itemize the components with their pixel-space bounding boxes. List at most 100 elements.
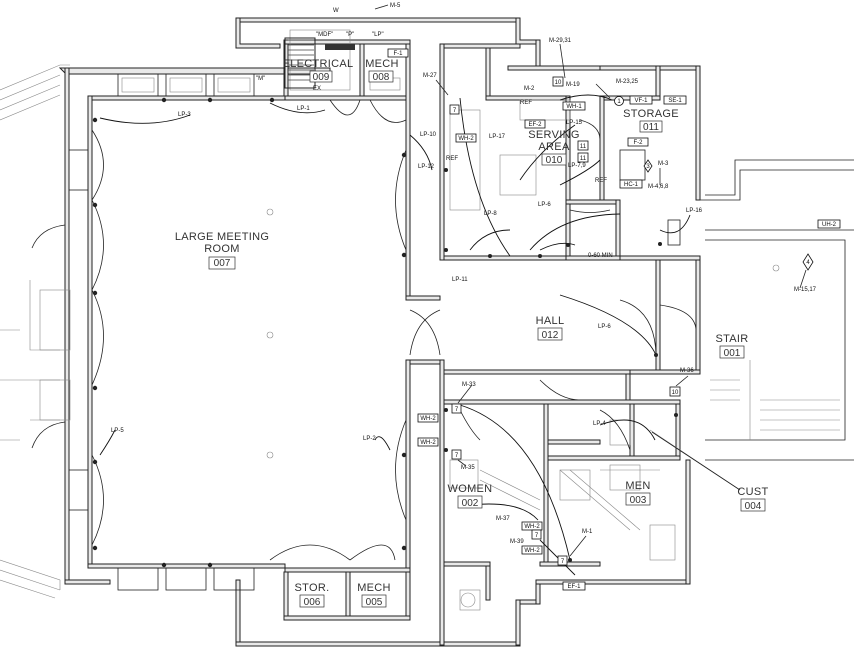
mech-tag: M-27 bbox=[423, 73, 437, 79]
equipment-tag: W bbox=[333, 8, 339, 14]
room-name-stor: STOR. bbox=[295, 582, 330, 594]
room-name-hall: HALL bbox=[536, 315, 565, 327]
leader-lines bbox=[435, 43, 807, 557]
mech-tag: M-2 bbox=[524, 86, 535, 92]
circuit-label: LP-17 bbox=[489, 134, 506, 140]
device-number: 11 bbox=[580, 144, 587, 150]
room-name-storage: STORAGE bbox=[623, 108, 679, 120]
equipment-tag: "LP" bbox=[372, 32, 384, 38]
circuit-label: LP-4 bbox=[593, 421, 606, 427]
room-name-large-meeting-1: LARGE MEETING bbox=[175, 231, 269, 243]
mech-tag: M-39 bbox=[510, 539, 524, 545]
mech-tag: M-5 bbox=[390, 3, 401, 9]
mech-tag: M-29,31 bbox=[549, 38, 572, 44]
room-labels: LARGE MEETING ROOM 007 ELECTRICAL 009 ME… bbox=[175, 58, 768, 608]
circuit-label: LP-1 bbox=[297, 106, 310, 112]
equipment-tag: EF-1 bbox=[567, 584, 581, 590]
mech-tag: M-4,6,8 bbox=[648, 184, 669, 190]
circuit-label: LP-2 bbox=[363, 436, 376, 442]
equipment-tags: F-1 EF-2 WH-1 WH-2 WH-2 WH-2 UH-2 VF-1 S… bbox=[256, 8, 841, 591]
device-number: 10 bbox=[672, 390, 679, 396]
equipment-tag: WH-2 bbox=[420, 440, 436, 446]
circuit-label: LP-7,9 bbox=[568, 163, 586, 169]
room-number-004: 004 bbox=[745, 501, 762, 512]
equipment-tag: VF-1 bbox=[634, 98, 648, 104]
equipment-tag: WH-2 bbox=[524, 548, 540, 554]
circuit-label: LP-8 bbox=[484, 211, 497, 217]
mech-tag: M-35 bbox=[461, 465, 475, 471]
mech-tag: M-36 bbox=[680, 368, 694, 374]
devices bbox=[92, 97, 780, 568]
windows bbox=[39, 73, 255, 591]
equipment-tag: EF-2 bbox=[528, 122, 542, 128]
room-name-women: WOMEN bbox=[448, 483, 493, 495]
room-number-011: 011 bbox=[643, 122, 659, 133]
device-number: 7 bbox=[455, 407, 459, 413]
room-name-mech-005: MECH bbox=[357, 582, 391, 594]
room-number-012: 012 bbox=[542, 330, 559, 341]
room-number-008: 008 bbox=[373, 72, 390, 83]
device-number: 7 bbox=[561, 559, 565, 565]
room-number-001: 001 bbox=[724, 348, 741, 359]
room-number-007: 007 bbox=[214, 258, 231, 269]
circuit-label: LP-5 bbox=[111, 428, 124, 434]
room-name-large-meeting-2: ROOM bbox=[204, 243, 239, 255]
device-number: 7 bbox=[455, 453, 459, 459]
room-name-men: MEN bbox=[625, 480, 650, 492]
equipment-tag: WH-2 bbox=[524, 524, 540, 530]
equipment-tag: F-1 bbox=[394, 51, 404, 57]
room-name-mech-008: MECH bbox=[365, 58, 399, 70]
device-markers: 7 10 11 11 1 4 3 10 7 7 7 7 bbox=[449, 76, 814, 566]
room-number-010: 010 bbox=[546, 155, 563, 166]
equipment-tag: WH-2 bbox=[458, 136, 474, 142]
site-lines bbox=[0, 64, 854, 599]
equipment-tag: SE-1 bbox=[668, 98, 682, 104]
mech-tag: M-33 bbox=[462, 382, 476, 388]
device-number: 7 bbox=[535, 533, 539, 539]
room-number-003: 003 bbox=[630, 495, 647, 506]
device-number: 10 bbox=[555, 80, 562, 86]
equipment-tag: WH-1 bbox=[566, 104, 582, 110]
room-number-006: 006 bbox=[304, 597, 321, 608]
device-number: 11 bbox=[580, 156, 587, 162]
room-name-electrical: ELECTRICAL bbox=[283, 58, 354, 70]
circuit-label: LP-11 bbox=[452, 277, 468, 283]
mech-tag: M-3 bbox=[658, 161, 669, 167]
device-number: 3 bbox=[646, 164, 650, 170]
circuit-labels: LP-3 LP-1 LP-5 LP-2 LP-10 LP-12 LP-8 LP-… bbox=[111, 106, 703, 442]
room-name-serving-2: AREA bbox=[538, 141, 570, 153]
equipment-tag: "P" bbox=[346, 32, 354, 38]
mech-tag: M-19 bbox=[566, 82, 580, 88]
mech-tag: M-15,17 bbox=[794, 287, 817, 293]
circuit-label: LP-16 bbox=[686, 208, 703, 214]
equipment-tag: "MDF" bbox=[316, 32, 333, 38]
mech-tag: M-37 bbox=[496, 516, 510, 522]
equipment-tag: HC-1 bbox=[624, 182, 639, 188]
mech-tag: M-1 bbox=[582, 529, 593, 535]
circuit-label: LP-15 bbox=[566, 120, 583, 126]
equipment-tag: 0-60 MIN bbox=[588, 253, 613, 259]
circuit-label: LP-6 bbox=[598, 324, 611, 330]
equipment-tag: REF bbox=[595, 178, 607, 184]
room-name-cust: CUST bbox=[737, 486, 768, 498]
circuit-label: LP-12 bbox=[418, 164, 435, 170]
mech-tags: M-5 M-27 M-29,31 M-19 M-23,25 M-3 M-4,6,… bbox=[374, 3, 817, 545]
device-number: 1 bbox=[617, 99, 621, 105]
circuit-label: LP-3 bbox=[178, 112, 191, 118]
room-name-stair: STAIR bbox=[715, 333, 748, 345]
equipment-tag: "M" bbox=[256, 76, 265, 82]
equipment-tag: WH-2 bbox=[420, 416, 436, 422]
room-name-serving-1: SERVING bbox=[528, 129, 579, 141]
room-number-009: 009 bbox=[313, 72, 330, 83]
room-number-005: 005 bbox=[366, 597, 383, 608]
circuit-wiring bbox=[99, 94, 741, 576]
room-number-002: 002 bbox=[462, 498, 479, 509]
equipment-tag: UH-2 bbox=[822, 222, 837, 228]
equipment-tag: REF bbox=[520, 100, 532, 106]
device-number: 4 bbox=[806, 260, 810, 266]
equipment-tag: F-2 bbox=[634, 140, 644, 146]
circuit-label: LP-6 bbox=[538, 202, 551, 208]
circuit-label: LP-10 bbox=[420, 132, 437, 138]
device-number: 7 bbox=[453, 108, 457, 114]
